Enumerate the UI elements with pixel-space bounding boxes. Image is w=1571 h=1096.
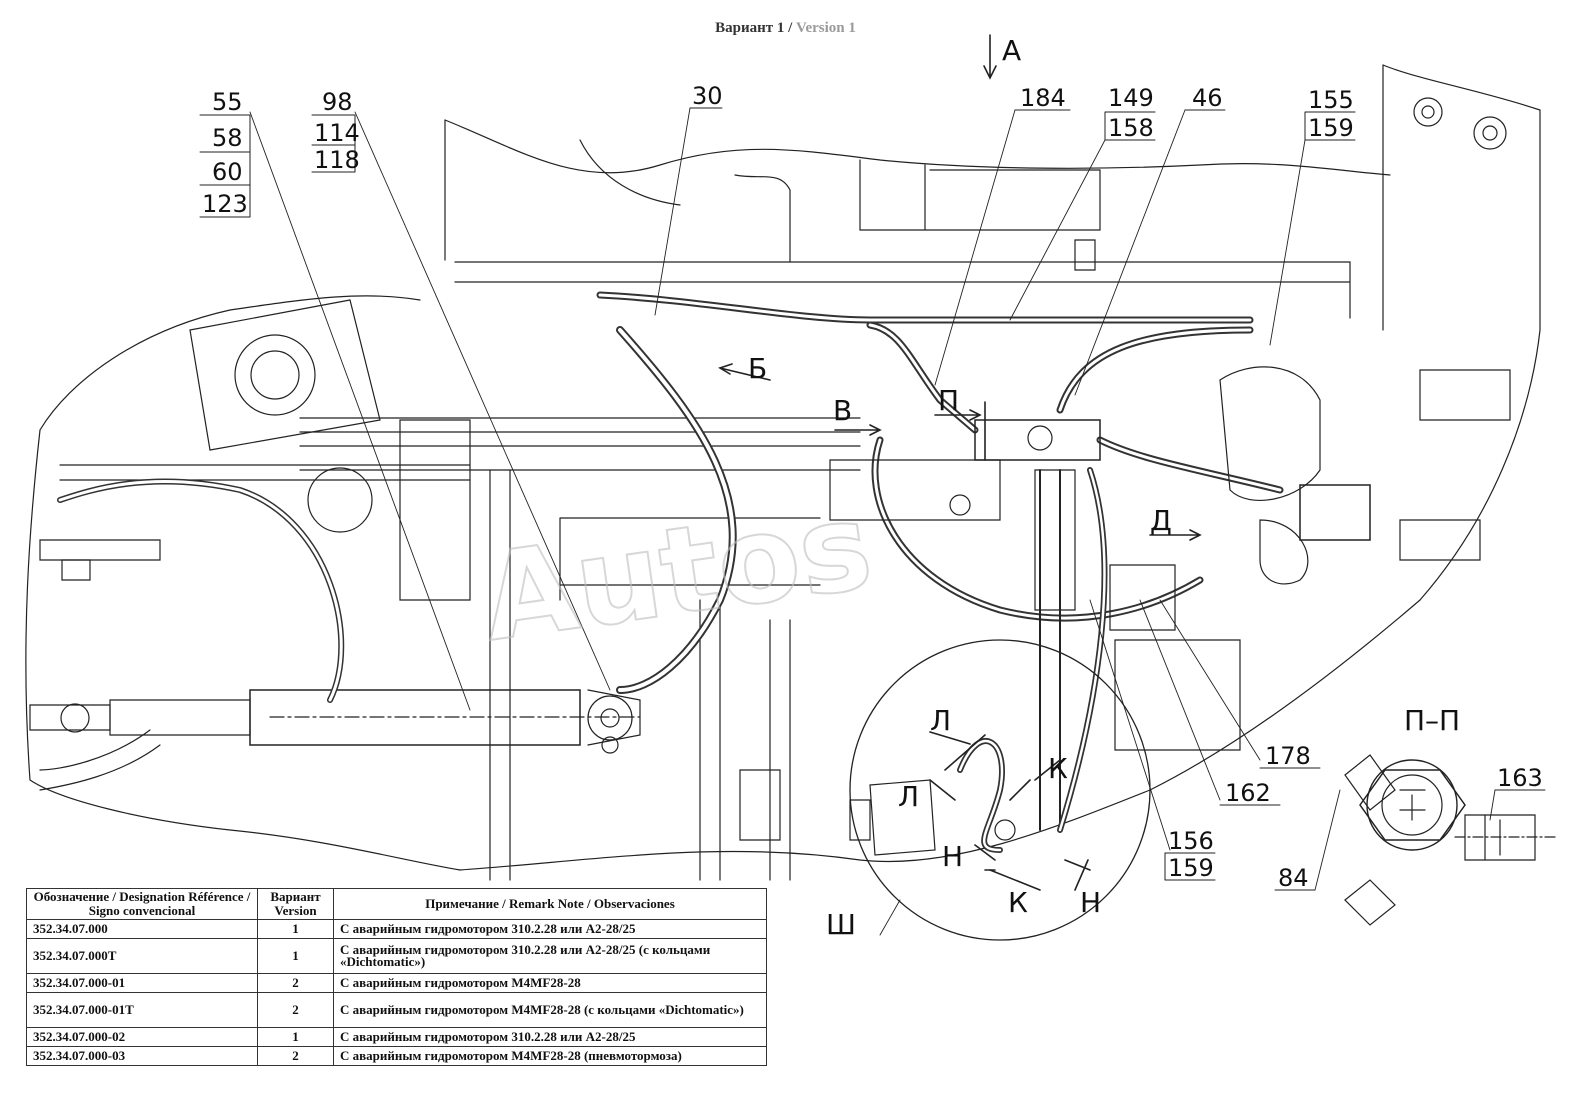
row-version: 1	[257, 1027, 334, 1047]
callout-163: 163	[1497, 764, 1543, 792]
title-en: Version 1	[796, 20, 856, 36]
row-remark: С аварийным гидромотором 310.2.28 или А2…	[333, 919, 767, 939]
view-letters: А Б В П Д Л Л К К Н Н Ш П–П	[748, 34, 1460, 941]
page-title: Вариант 1 / Version 1	[0, 20, 1571, 37]
row-remark: С аварийным гидромотором 310.2.28 или А2…	[333, 938, 767, 974]
callout-98: 98	[322, 88, 353, 116]
callout-114: 114	[314, 119, 360, 147]
callout-30: 30	[692, 82, 723, 110]
row-designation: 352.34.07.000-02	[26, 1027, 258, 1047]
row-version: 1	[257, 938, 334, 974]
view-arrows	[718, 34, 1202, 891]
section-p-p-detail	[1344, 754, 1556, 926]
table-row: 352.34.07.000-02 1 С аварийным гидромото…	[26, 1027, 767, 1047]
view-letter-v: В	[833, 394, 852, 427]
row-designation: 352.34.07.000-01	[26, 973, 258, 993]
row-remark: С аварийным гидромотором M4MF28-28 (пнев…	[333, 1046, 767, 1066]
detail-circle-sh	[849, 639, 1151, 941]
row-remark: С аварийным гидромотором M4MF28-28	[333, 973, 767, 993]
callout-55: 55	[212, 88, 243, 116]
view-letter-k1: К	[1048, 752, 1068, 785]
row-version: 1	[257, 919, 334, 939]
hose-loop-left	[57, 478, 345, 703]
callout-46: 46	[1192, 84, 1223, 112]
table-row: 352.34.07.000-03 2 С аварийным гидромото…	[26, 1046, 767, 1066]
callout-159-bottom: 159	[1168, 854, 1214, 882]
title-ru: Вариант 1	[715, 20, 785, 36]
pump-unit	[1299, 484, 1371, 541]
view-letter-b: Б	[748, 352, 767, 385]
variants-table: Обозначение / Designation Référence / Si…	[26, 888, 767, 1066]
callout-58: 58	[212, 124, 243, 152]
row-version: 2	[257, 992, 334, 1028]
callout-155: 155	[1308, 86, 1354, 114]
row-version: 2	[257, 1046, 334, 1066]
lower-break-outline	[25, 295, 461, 871]
right-break-outline	[1382, 64, 1541, 601]
row-remark: С аварийным гидромотором 310.2.28 или А2…	[333, 1027, 767, 1047]
callout-123: 123	[202, 190, 248, 218]
callout-162: 162	[1225, 779, 1271, 807]
detail-letter-sh: Ш	[826, 908, 856, 941]
row-remark: С аварийным гидромотором M4MF28-28 (с ко…	[333, 992, 767, 1028]
callout-84: 84	[1278, 864, 1309, 892]
callout-156: 156	[1168, 827, 1214, 855]
row-designation: 352.34.07.000-03	[26, 1046, 258, 1066]
row-designation: 352.34.07.000-01Т	[26, 992, 258, 1028]
view-letter-l2: Л	[898, 780, 919, 813]
callout-149: 149	[1108, 84, 1154, 112]
callout-158: 158	[1108, 114, 1154, 142]
view-letter-a: А	[1002, 34, 1021, 67]
leader-lines	[249, 107, 1496, 936]
callout-159-top: 159	[1308, 114, 1354, 142]
table-header-row: Обозначение / Designation Référence / Si…	[26, 888, 767, 920]
row-version: 2	[257, 973, 334, 993]
header-version: Вариант Version	[257, 888, 334, 920]
view-letter-n1: Н	[942, 840, 963, 873]
view-letter-k2: К	[1008, 886, 1028, 919]
valve-block	[974, 419, 1101, 461]
callout-underlines	[199, 107, 1546, 891]
view-letter-p: П	[938, 384, 959, 417]
callouts: 55 58 60 123 98 114 118 30 184 149 158 4…	[202, 82, 1543, 892]
table-row: 352.34.07.000-01 2 С аварийным гидромото…	[26, 973, 767, 993]
callout-184: 184	[1020, 84, 1066, 112]
hose-30	[596, 291, 1254, 324]
row-designation: 352.34.07.000Т	[26, 938, 258, 974]
watermark: Autos	[475, 477, 880, 669]
callout-178: 178	[1265, 742, 1311, 770]
title-separator: /	[784, 20, 797, 36]
header-designation: Обозначение / Designation Référence / Si…	[26, 888, 258, 920]
table-row: 352.34.07.000Т 1 С аварийным гидромоторо…	[26, 938, 767, 974]
section-label: П–П	[1404, 704, 1460, 737]
view-letter-n2: Н	[1080, 886, 1101, 919]
callout-60: 60	[212, 158, 243, 186]
view-letter-l1: Л	[930, 704, 951, 737]
callout-118: 118	[314, 146, 360, 174]
header-remark: Примечание / Remark Note / Observaciones	[333, 888, 767, 920]
left-break-outline	[444, 119, 1391, 176]
view-letter-d: Д	[1150, 504, 1172, 537]
row-designation: 352.34.07.000	[26, 919, 258, 939]
table-row: 352.34.07.000 1 С аварийным гидромотором…	[26, 919, 767, 939]
table-row: 352.34.07.000-01Т 2 С аварийным гидромот…	[26, 992, 767, 1028]
